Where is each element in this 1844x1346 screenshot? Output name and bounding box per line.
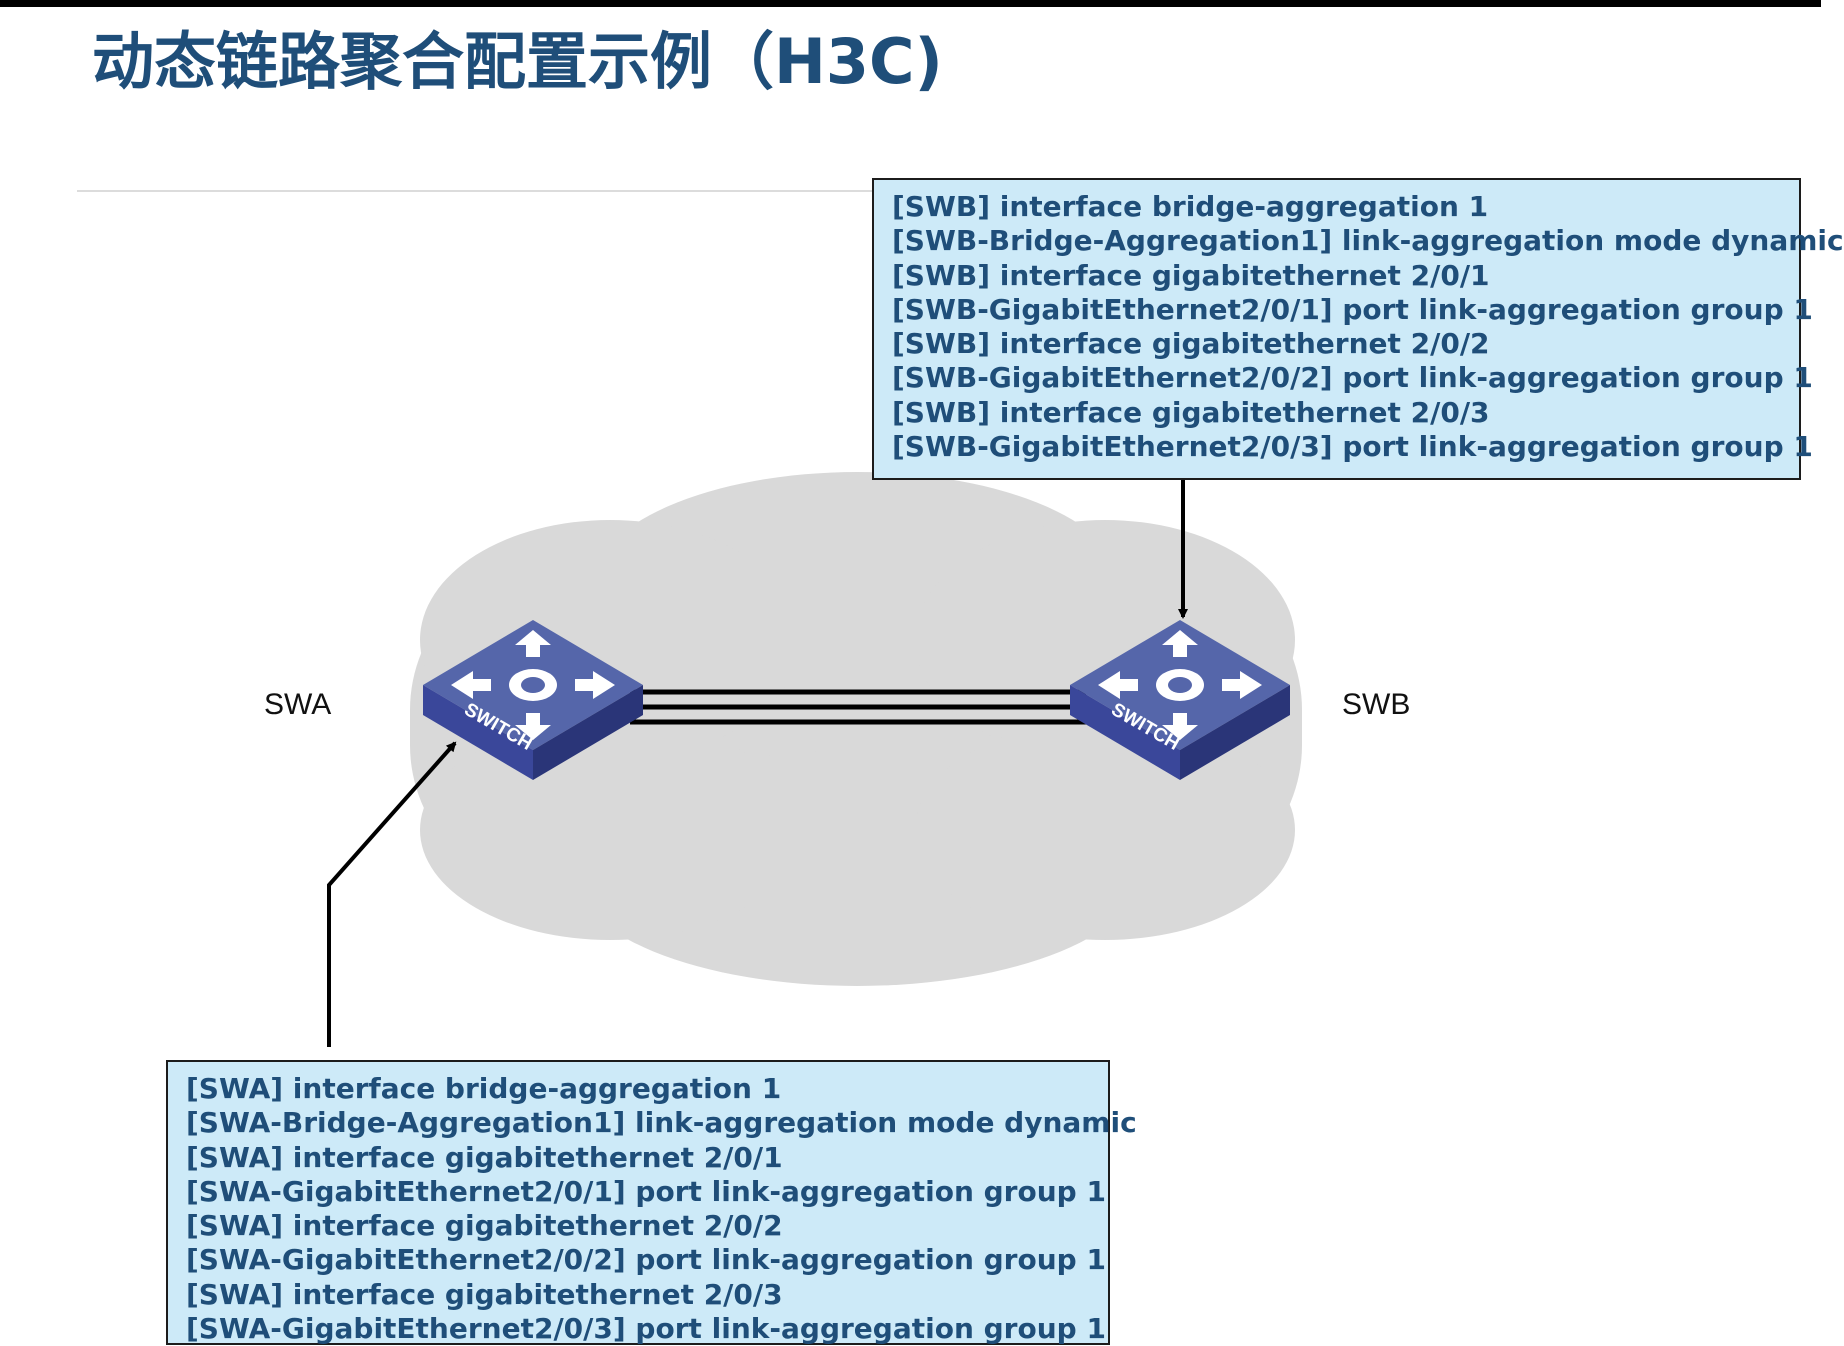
swb-config-line: [SWB-GigabitEthernet2/0/2] port link-agg… (892, 361, 1813, 395)
swa-config-line: [SWA] interface gigabitethernet 2/0/2 (186, 1209, 783, 1243)
swa-config-line: [SWA-Bridge-Aggregation1] link-aggregati… (186, 1106, 1137, 1140)
network-cloud (410, 472, 1302, 986)
swa-config-line: [SWA-GigabitEthernet2/0/3] port link-agg… (186, 1312, 1106, 1346)
swa-config-line: [SWA] interface gigabitethernet 2/0/1 (186, 1140, 783, 1174)
swa-config-line: [SWA-GigabitEthernet2/0/1] port link-agg… (186, 1174, 1106, 1208)
swa-config-box: [SWA] interface bridge-aggregation 1 [SW… (166, 1060, 1137, 1346)
swb-config-line: [SWB-Bridge-Aggregation1] link-aggregati… (892, 224, 1844, 258)
swb-config-line: [SWB] interface gigabitethernet 2/0/3 (892, 395, 1490, 429)
swa-config-line: [SWA] interface gigabitethernet 2/0/3 (186, 1277, 783, 1311)
swa-label: SWA (264, 688, 332, 721)
top-border (0, 0, 1821, 7)
swa-callout-arrow (327, 741, 457, 1047)
page-title: 动态链路聚合配置示例（H3C) (92, 25, 943, 98)
swb-config-box: [SWB] interface bridge-aggregation 1 [SW… (872, 178, 1844, 480)
swb-config-line: [SWB-GigabitEthernet2/0/3] port link-agg… (892, 430, 1813, 464)
swb-config-line: [SWB] interface gigabitethernet 2/0/1 (892, 258, 1490, 292)
swb-label: SWB (1342, 688, 1411, 721)
swb-config-line: [SWB] interface gigabitethernet 2/0/2 (892, 327, 1490, 361)
swa-config-line: [SWA] interface bridge-aggregation 1 (186, 1072, 782, 1105)
aggregated-links (630, 689, 1088, 725)
swb-config-line: [SWB-GigabitEthernet2/0/1] port link-agg… (892, 292, 1813, 326)
switch-icon[interactable]: SWITCH (423, 620, 643, 780)
swb-config-line: [SWB] interface bridge-aggregation 1 (892, 190, 1489, 223)
swa-config-line: [SWA-GigabitEthernet2/0/2] port link-agg… (186, 1243, 1106, 1277)
title-divider (77, 190, 877, 192)
